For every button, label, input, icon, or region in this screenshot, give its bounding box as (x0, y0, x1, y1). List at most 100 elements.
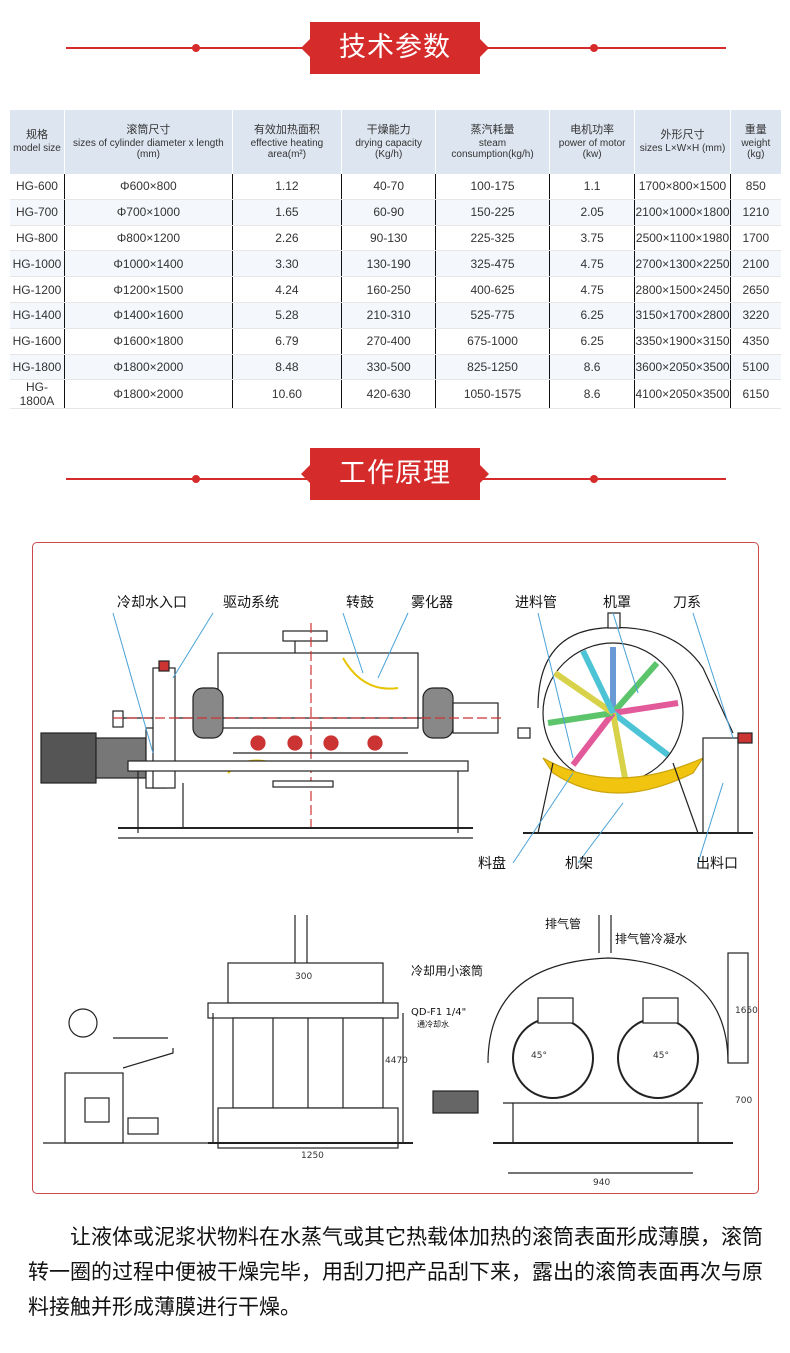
column-header-en: steam consumption(kg/h) (451, 137, 534, 160)
label-outlet: 出料口 (696, 856, 738, 872)
heading-line-left (66, 47, 316, 49)
table-cell: 150-225 (435, 199, 550, 226)
label-drum: 转鼓 (346, 595, 374, 611)
table-cell: 2700×1300×2250 (634, 250, 731, 278)
table-cell: 160-250 (341, 276, 437, 303)
table-cell: HG-700 (10, 199, 65, 226)
label-drive-system: 驱动系统 (223, 595, 279, 611)
table-cell: 40-70 (341, 174, 437, 200)
table-cell: 1.12 (232, 174, 343, 200)
table-cell: 2100×1000×1800 (634, 199, 731, 226)
table-cell: Φ700×1000 (64, 199, 233, 226)
table-cell: 2650 (730, 276, 781, 303)
column-header-en: drying capacity (Kg/h) (355, 137, 423, 160)
table-cell: Φ600×800 (64, 174, 233, 200)
table-cell: 400-625 (435, 276, 550, 303)
column-header-cn: 有效加热面积 (253, 123, 320, 136)
dim-right-low: 700 (735, 1096, 752, 1106)
column-header-cn: 蒸汽耗量 (470, 123, 515, 136)
table-cell: 1050-1575 (435, 379, 550, 410)
label-feed-pipe: 进料管 (515, 595, 557, 611)
table-cell: 1.1 (549, 174, 636, 200)
column-header-cn: 滚筒尺寸 (126, 123, 171, 136)
table-cell: HG-1600 (10, 328, 65, 355)
table-cell: 6.25 (549, 328, 636, 355)
table-cell: Φ1800×2000 (64, 354, 233, 381)
dim-width-bottom: 1250 (301, 1151, 324, 1161)
table-cell: 100-175 (435, 174, 550, 200)
column-header-en: model size (13, 143, 61, 154)
label-knife: 刀系 (673, 595, 701, 611)
table-cell: 2100 (730, 250, 781, 278)
table-cell: HG-600 (10, 174, 65, 200)
table-cell: 10.60 (232, 379, 343, 410)
table-cell: 6.79 (232, 328, 343, 355)
table-cell: 3350×1900×3150 (634, 328, 731, 355)
dim-angle-1: 45° (531, 1051, 547, 1061)
label-hood: 机罩 (603, 595, 631, 611)
table-cell: HG-800 (10, 225, 65, 252)
label-cooling-roller: 冷却用小滚筒 (411, 963, 483, 978)
table-cell: 6150 (730, 379, 781, 410)
heading-dot-left (192, 44, 200, 52)
label-exhaust-condensate: 排气管冷凝水 (615, 931, 687, 946)
heading-line-left (66, 478, 316, 480)
heading-dot-right (590, 475, 598, 483)
table-cell: Φ1200×1500 (64, 276, 233, 303)
table-cell: 1700 (730, 225, 781, 252)
table-cell: Φ1800×2000 (64, 379, 233, 410)
table-cell: 825-1250 (435, 354, 550, 381)
section-heading-specs: 技术参数 (0, 22, 790, 82)
column-header-cn: 外形尺寸 (660, 129, 705, 141)
label-exhaust-pipe: 排气管 (545, 916, 581, 931)
heading-line-right (476, 478, 726, 480)
column-header-en: weight (kg) (741, 137, 771, 160)
column-header-en: sizes of cylinder diameter x length (mm) (73, 137, 224, 160)
table-cell: 1210 (730, 199, 781, 226)
label-valve-sub: 通冷却水 (417, 1019, 449, 1029)
table-cell: HG-1200 (10, 276, 65, 303)
table-cell: Φ1600×1800 (64, 328, 233, 355)
dim-right-width: 940 (593, 1178, 610, 1188)
label-valve-code: QD-F1 1/4" (411, 1007, 466, 1018)
table-cell: 3.30 (232, 250, 343, 278)
table-cell: 90-130 (341, 225, 437, 252)
heading-dot-right (590, 44, 598, 52)
heading-dot-left (192, 475, 200, 483)
label-atomizer: 雾化器 (411, 595, 453, 611)
table-cell: 325-475 (435, 250, 550, 278)
table-cell: HG-1800 (10, 354, 65, 381)
table-cell: 6.25 (549, 302, 636, 329)
table-cell: 5100 (730, 354, 781, 381)
table-cell: 4.75 (549, 250, 636, 278)
section-title: 技术参数 (301, 22, 489, 74)
column-header-en: power of motor (kw) (558, 137, 626, 160)
column-header-cn: 规格 (25, 129, 48, 141)
dim-height-mid: 4470 (385, 1056, 408, 1066)
table-cell: Φ800×1200 (64, 225, 233, 252)
table-cell: 2800×1500×2450 (634, 276, 731, 303)
table-cell: 4350 (730, 328, 781, 355)
working-principle-diagram: 冷却水入口 驱动系统 转鼓 雾化器 进料管 机罩 刀系 料盘 机架 出料口 排气… (32, 542, 759, 1194)
drum-housing (217, 652, 419, 729)
table-cell: 1700×800×1500 (634, 174, 731, 200)
section-title: 工作原理 (301, 448, 489, 500)
dim-angle-2: 45° (653, 1051, 669, 1061)
table-cell: 3220 (730, 302, 781, 329)
table-cell: HG-1000 (10, 250, 65, 278)
